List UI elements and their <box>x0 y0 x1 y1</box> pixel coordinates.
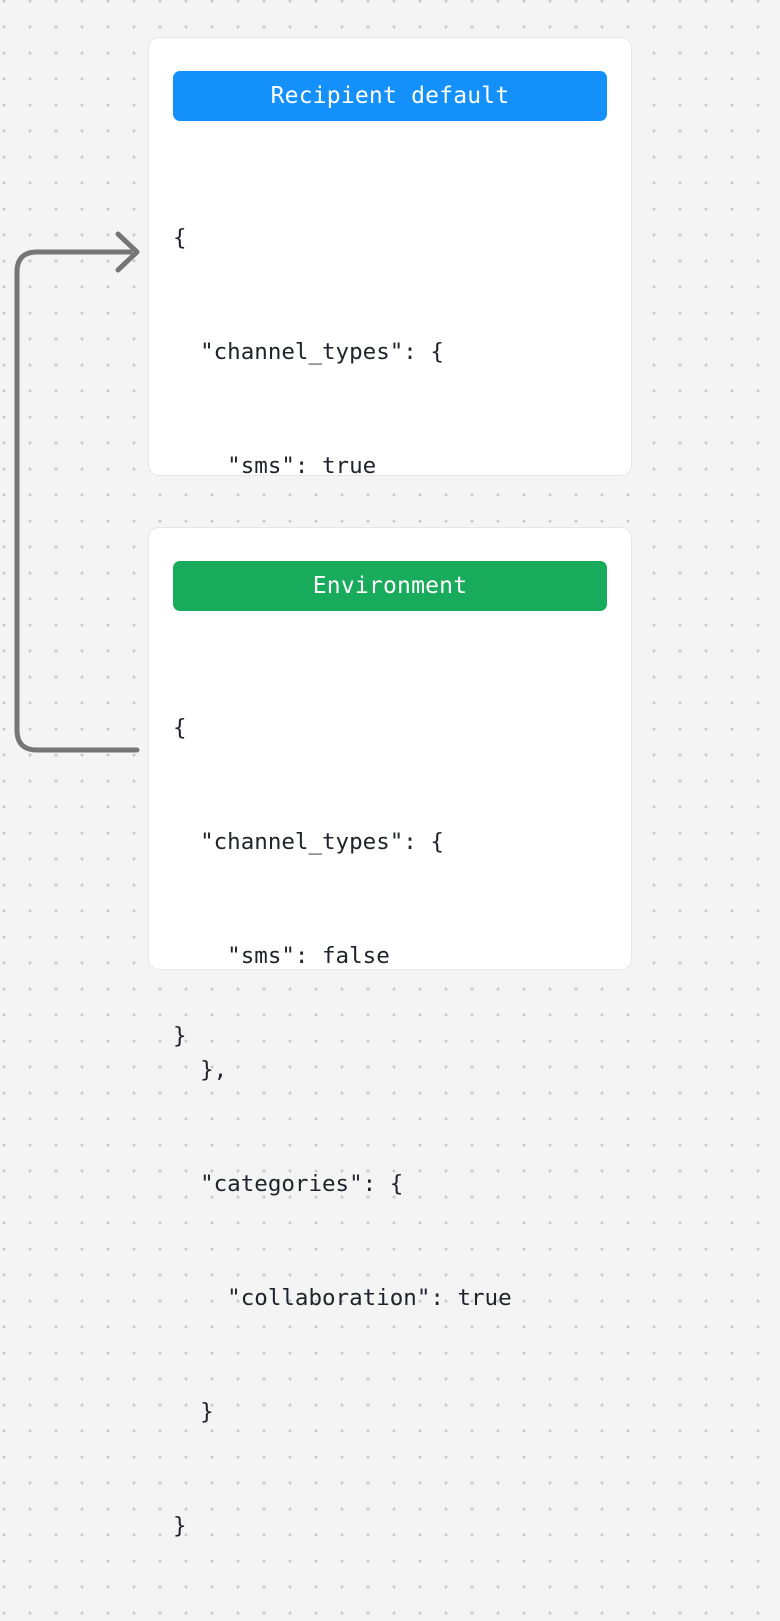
code-line: } <box>173 1513 187 1539</box>
json-code-block-environment: { "channel_types": { "sms": false }, "ca… <box>173 633 607 1621</box>
code-line: "sms": true <box>173 453 377 479</box>
connector-arrowhead-icon <box>115 231 140 273</box>
code-line: "channel_types": { <box>173 339 444 365</box>
code-line: "channel_types": { <box>173 829 444 855</box>
connector-path <box>14 249 140 753</box>
card-header-label: Recipient default <box>270 83 510 109</box>
card-header-label: Environment <box>312 573 468 599</box>
code-line: { <box>173 225 187 251</box>
diagram-canvas: Recipient default { "channel_types": { "… <box>14 37 632 1539</box>
card-environment[interactable]: Environment { "channel_types": { "sms": … <box>148 527 632 1539</box>
card-header-environment: Environment <box>173 561 607 611</box>
code-line: } <box>173 1399 214 1425</box>
code-line: "categories": { <box>173 1171 404 1197</box>
card-recipient-default[interactable]: Recipient default { "channel_types": { "… <box>148 37 632 1049</box>
code-line: }, <box>173 1057 228 1083</box>
code-line: { <box>173 715 187 741</box>
card-header-recipient-default: Recipient default <box>173 71 607 121</box>
code-line: "collaboration": true <box>173 1285 512 1311</box>
code-line: "sms": false <box>173 943 390 969</box>
